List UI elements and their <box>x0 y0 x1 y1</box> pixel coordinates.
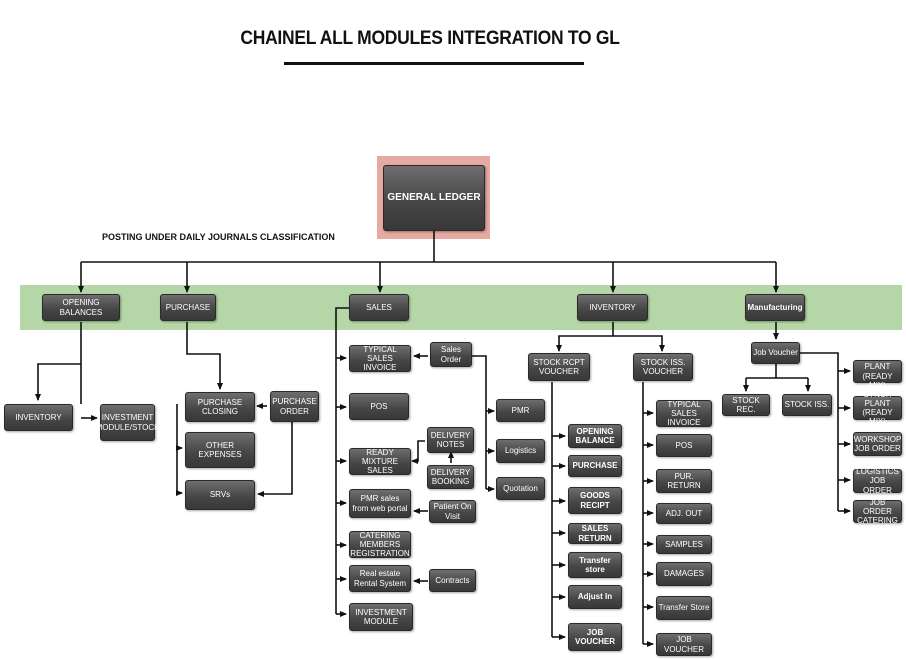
node-synch-plant-2[interactable]: SYNCH PLANT (READY MIX) <box>853 390 902 426</box>
node-purchase-order[interactable]: PURCHASE ORDER <box>270 391 319 422</box>
node-delivery-notes[interactable]: DELIVERY NOTES <box>427 427 474 453</box>
node-pmr-sales[interactable]: PMR sales from web portal <box>349 489 411 518</box>
node-patient-on-visit[interactable]: Patient On Visit <box>429 500 476 523</box>
node-general-ledger[interactable]: GENERAL LEDGER <box>383 165 485 231</box>
node-sales-order[interactable]: Sales Order <box>430 342 472 367</box>
node-rc-job-voucher[interactable]: JOB VOUCHER <box>568 623 622 651</box>
node-rc-opening-balance[interactable]: OPENING BALANCE <box>568 424 622 448</box>
node-synch-plant-1[interactable]: SYNCH PLANT (READY MIX) <box>853 353 902 390</box>
node-is-pos[interactable]: POS <box>656 434 712 457</box>
node-purchase-closing[interactable]: PURCHASE CLOSING <box>185 392 255 422</box>
node-is-job-voucher[interactable]: JOB VOUCHER <box>656 633 712 656</box>
node-pmr[interactable]: PMR <box>496 399 545 422</box>
node-stock-rec[interactable]: STOCK REC. <box>722 394 770 416</box>
node-delivery-booking[interactable]: DELIVERY BOOKING <box>427 465 474 489</box>
node-manufacturing[interactable]: Manufacturing <box>745 294 805 321</box>
node-workshop-job-order[interactable]: WORKSHOP JOB ORDER <box>853 432 902 456</box>
node-is-samples[interactable]: SAMPLES <box>656 535 712 554</box>
node-purchase[interactable]: PURCHASE <box>160 294 216 321</box>
title-underline <box>284 62 584 65</box>
node-catering-members[interactable]: CATERING MEMBERS REGISTRATION <box>349 530 411 559</box>
diagram-title: CHAINEL ALL MODULES INTEGRATION TO GL <box>240 28 620 49</box>
node-srvs[interactable]: SRVs <box>185 480 255 510</box>
node-rc-goods-recipt[interactable]: GOODS RECIPT <box>568 487 622 514</box>
node-is-typical-sales-invoice[interactable]: TYPICAL SALES INVOICE <box>656 400 712 427</box>
node-contracts[interactable]: Contracts <box>429 569 476 592</box>
node-is-damages[interactable]: DAMAGES <box>656 562 712 586</box>
node-investment-module[interactable]: INVESTMENT MODULE <box>349 603 413 631</box>
node-typical-sales-invoice[interactable]: TYPICAL SALES INVOICE <box>349 345 411 372</box>
node-stock-rcpt-voucher[interactable]: STOCK RCPT VOUCHER <box>528 353 590 381</box>
node-logistics-job-order[interactable]: LOGISTICS JOB ORDER <box>853 467 902 495</box>
node-stock-iss-voucher[interactable]: STOCK ISS. VOUCHER <box>633 353 693 381</box>
node-job-order-catering[interactable]: JOB ORDER CATERING <box>853 498 902 525</box>
node-ob-inventory[interactable]: INVENTORY <box>4 404 73 431</box>
node-is-pur-return[interactable]: PUR. RETURN <box>656 469 712 493</box>
node-job-voucher[interactable]: Job Voucher <box>751 342 800 364</box>
node-opening-balances[interactable]: OPENING BALANCES <box>42 294 120 321</box>
node-stock-iss[interactable]: STOCK ISS. <box>782 394 832 416</box>
node-rc-sales-return[interactable]: SALES RETURN <box>568 523 622 544</box>
node-ob-investment[interactable]: INVESTMENT MODULE/STOCK <box>96 404 159 441</box>
node-other-expenses[interactable]: OTHER EXPENSES <box>185 432 255 468</box>
node-quotation[interactable]: Quotation <box>496 477 545 500</box>
node-ready-mixture-sales[interactable]: READY MIXTURE SALES <box>349 448 411 475</box>
node-rc-purchase[interactable]: PURCHASE <box>568 455 622 477</box>
node-inventory[interactable]: INVENTORY <box>577 294 648 321</box>
node-sales[interactable]: SALES <box>349 294 409 321</box>
node-real-estate[interactable]: Real estate Rental System <box>349 565 411 592</box>
node-logistics[interactable]: Logistics <box>496 439 545 463</box>
node-rc-adjust-in[interactable]: Adjust In <box>568 585 622 609</box>
node-is-transfer-store[interactable]: Transfer Store <box>656 596 712 620</box>
node-is-adj-out[interactable]: ADJ. OUT <box>656 503 712 524</box>
node-pos[interactable]: POS <box>349 393 409 420</box>
node-rc-transfer-store[interactable]: Transfer store <box>568 552 622 578</box>
diagram-subtitle: POSTING UNDER DAILY JOURNALS CLASSIFICAT… <box>102 232 335 242</box>
